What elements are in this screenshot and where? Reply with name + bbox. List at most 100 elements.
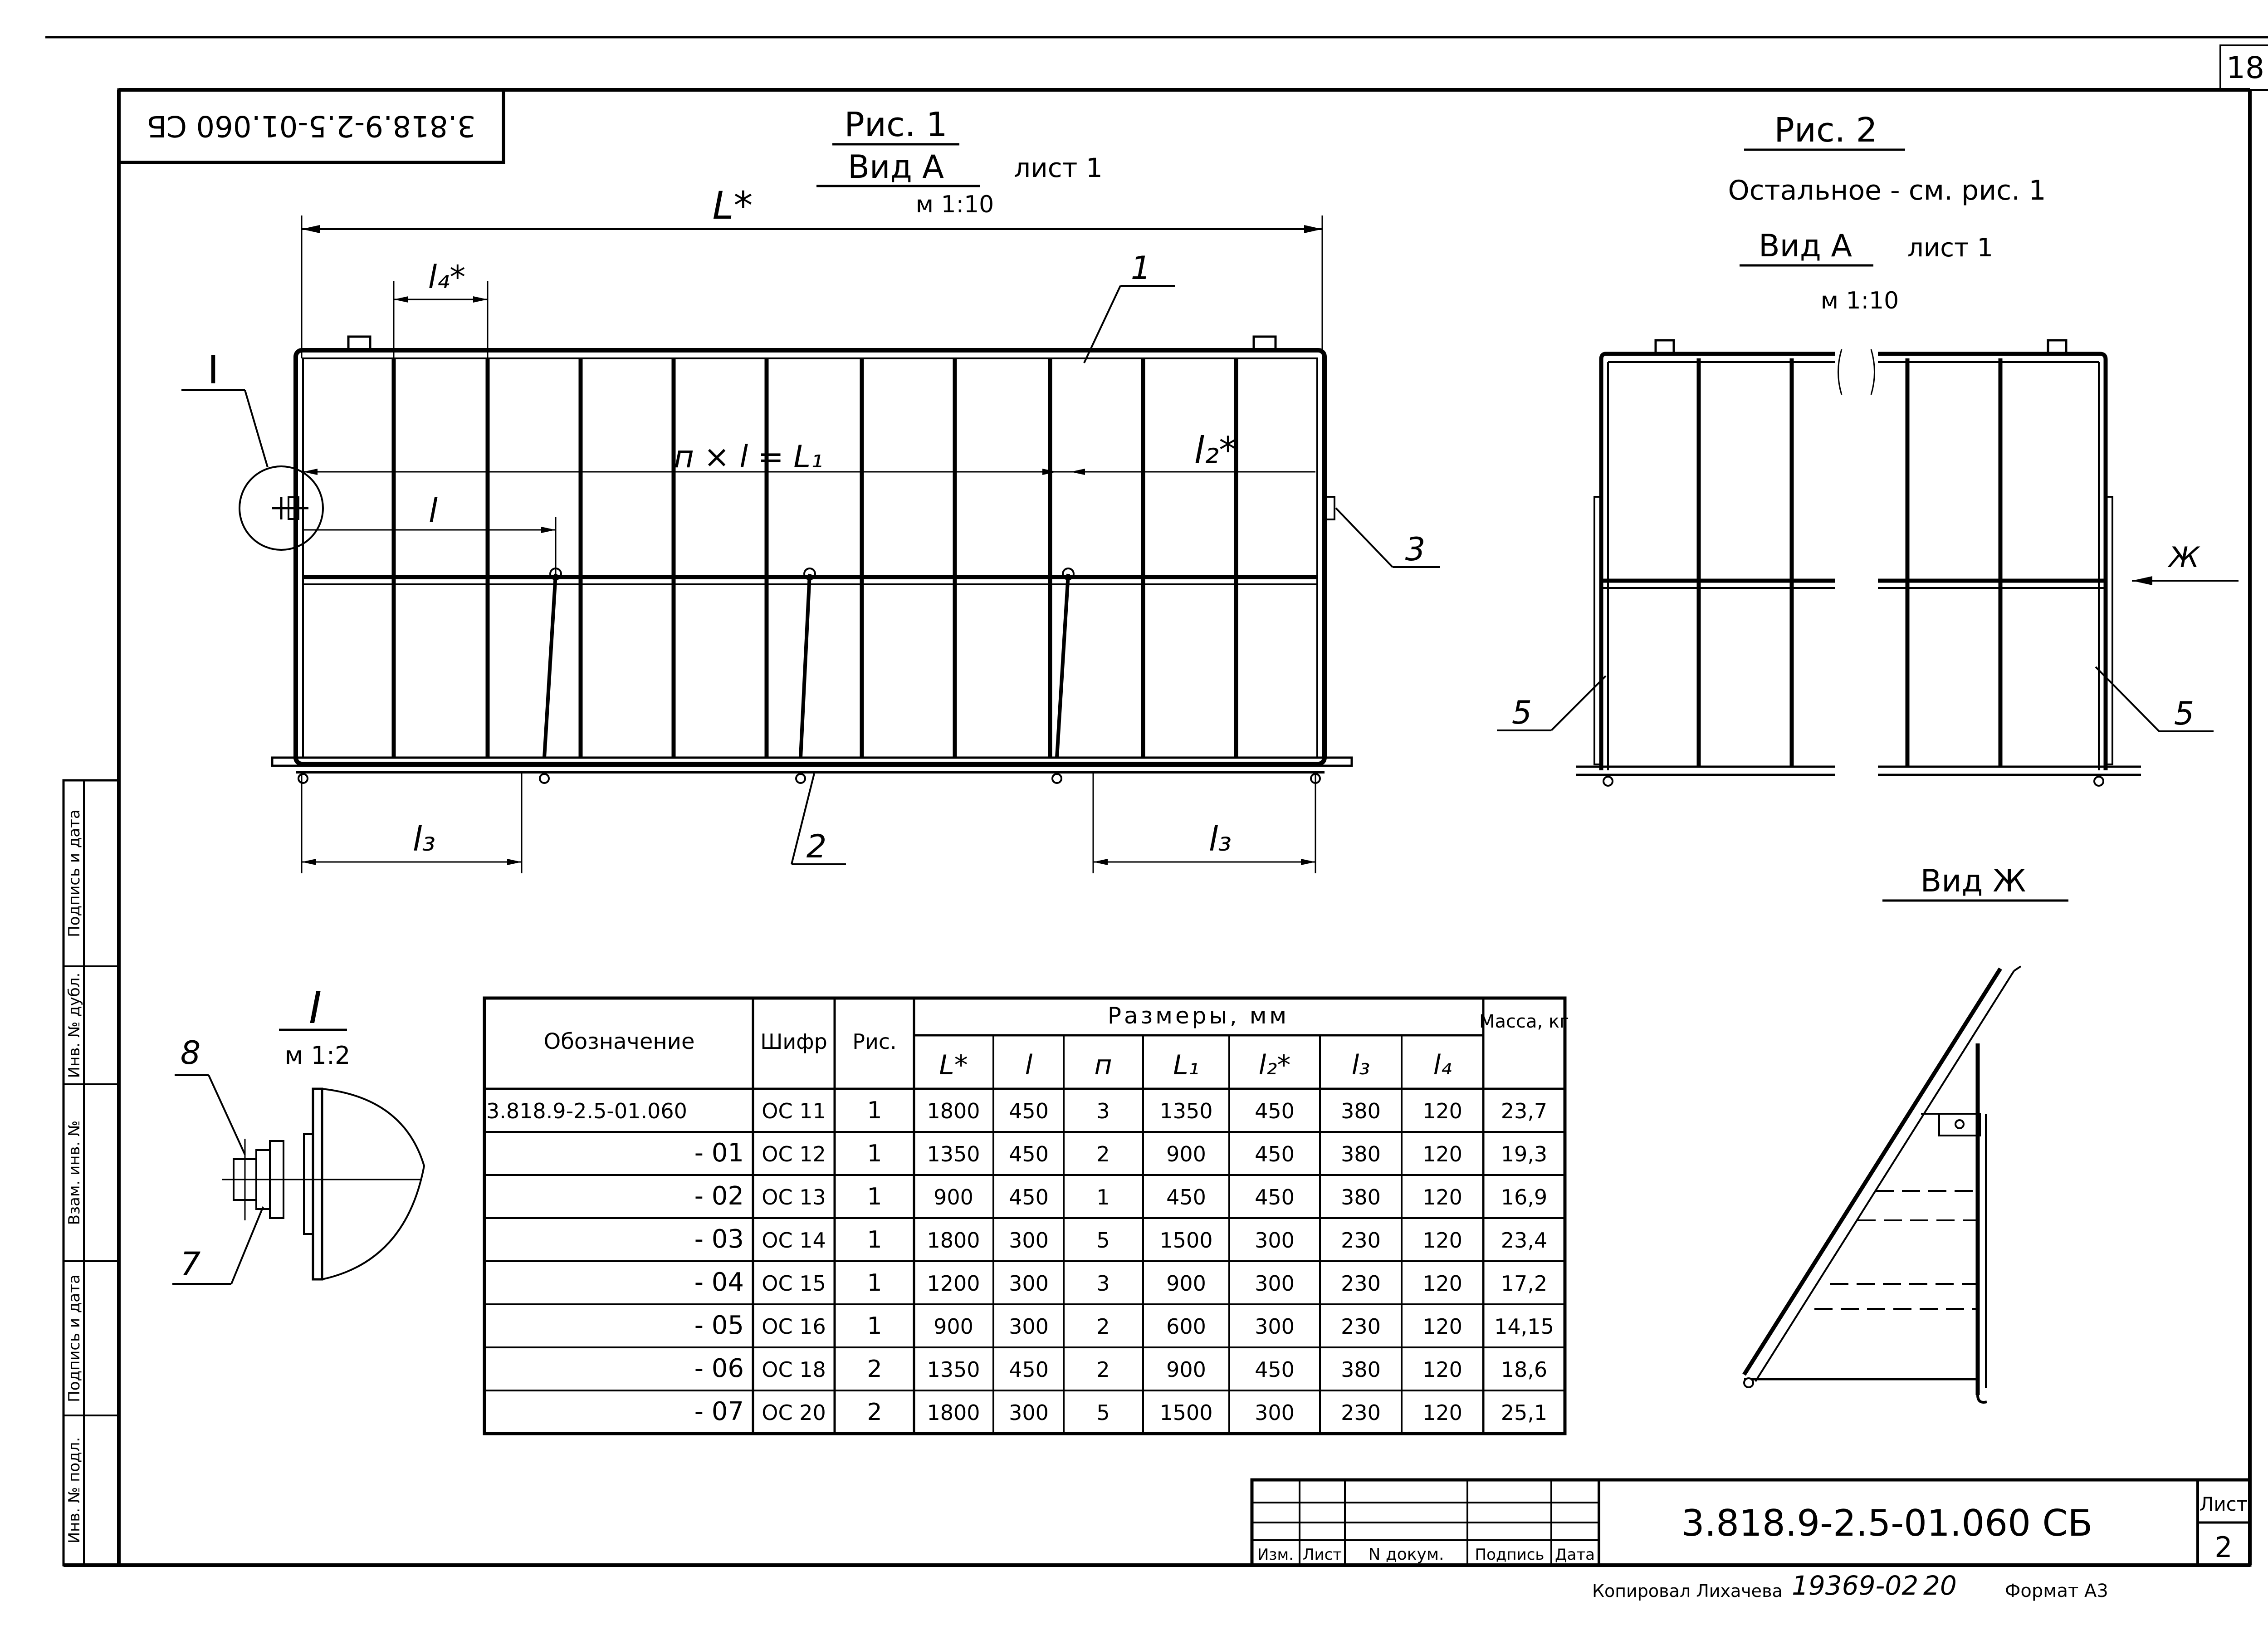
cell-designation: - 03 xyxy=(694,1224,744,1254)
detail-I-scale: м 1:2 xyxy=(285,1041,351,1070)
cell-L1: 900 xyxy=(1166,1357,1206,1382)
dim-l4-label: l₄* xyxy=(428,259,466,296)
header-dim-l: l xyxy=(1025,1049,1033,1081)
cell-mass: 23,7 xyxy=(1501,1099,1547,1123)
cell-L: 1350 xyxy=(927,1357,980,1382)
cell-designation: - 02 xyxy=(694,1181,744,1211)
cell-n: 5 xyxy=(1096,1400,1110,1425)
table-row: - 02 ОС 13 1 900 450 1 450 450 380 120 1… xyxy=(694,1181,1547,1211)
dim-l3-right-label: l₃ xyxy=(1209,820,1232,859)
cell-L1: 450 xyxy=(1166,1185,1206,1209)
cell-n: 3 xyxy=(1096,1271,1110,1296)
position-3-label: 3 xyxy=(1405,531,1426,568)
table-row: - 06 ОС 18 2 1350 450 2 900 450 380 120 … xyxy=(694,1354,1547,1383)
cell-l3: 230 xyxy=(1341,1314,1381,1339)
header-dim-l2: l₂* xyxy=(1259,1049,1291,1081)
cell-L1: 1500 xyxy=(1159,1400,1212,1425)
cell-l: 450 xyxy=(1009,1142,1049,1166)
cell-fig: 1 xyxy=(867,1312,882,1340)
cell-n: 5 xyxy=(1096,1228,1110,1253)
cell-designation: - 06 xyxy=(694,1354,744,1383)
title-block-sheet-value: 2 xyxy=(2214,1531,2232,1564)
cell-l3: 380 xyxy=(1341,1099,1381,1123)
cell-code: ОС 16 xyxy=(762,1314,826,1339)
cell-mass: 16,9 xyxy=(1501,1185,1547,1209)
cell-l4: 120 xyxy=(1422,1357,1462,1382)
table-row: - 07 ОС 20 2 1800 300 5 1500 300 230 120… xyxy=(694,1397,1547,1426)
side-stamp-sign-date-1: Подпись и дата xyxy=(65,809,83,937)
cell-n: 2 xyxy=(1096,1357,1110,1382)
cell-fig: 1 xyxy=(867,1183,882,1210)
cell-n: 2 xyxy=(1096,1142,1110,1166)
detail-I-label: I xyxy=(309,983,322,1033)
figure2-view: Вид А xyxy=(1759,228,1852,264)
cell-code: ОС 11 xyxy=(762,1099,826,1123)
cell-mass: 23,4 xyxy=(1501,1228,1547,1253)
cell-mass: 19,3 xyxy=(1501,1142,1547,1166)
cell-code: ОС 20 xyxy=(762,1400,826,1425)
cell-fig: 1 xyxy=(867,1269,882,1297)
cell-L: 1200 xyxy=(927,1271,980,1296)
figure1-sheet-ref: лист 1 xyxy=(1014,152,1103,183)
cell-L1: 900 xyxy=(1166,1142,1206,1166)
cell-l2: 300 xyxy=(1255,1400,1295,1425)
cell-l4: 120 xyxy=(1422,1228,1462,1253)
cell-designation: - 07 xyxy=(694,1397,744,1426)
position-5-left-label: 5 xyxy=(1512,694,1532,731)
cell-l: 300 xyxy=(1009,1228,1049,1253)
cell-l3: 380 xyxy=(1341,1142,1381,1166)
cell-l: 450 xyxy=(1009,1185,1049,1209)
footer-format: Формат А3 xyxy=(2005,1581,2108,1601)
figure1-scale: м 1:10 xyxy=(916,191,994,218)
cell-l3: 380 xyxy=(1341,1357,1381,1382)
footer-number: 20 xyxy=(1923,1570,1957,1601)
cell-fig: 1 xyxy=(867,1226,882,1253)
cell-l: 450 xyxy=(1009,1099,1049,1123)
dimensions-table: Обозначение Шифр Рис. Размеры, мм Масса,… xyxy=(483,996,1569,1435)
cell-L: 1800 xyxy=(927,1400,980,1425)
figure2-drawing: Ж 5 5 xyxy=(1497,339,2239,787)
sheet-frame: 18 xyxy=(45,36,2268,1567)
cell-L1: 1500 xyxy=(1159,1228,1212,1253)
header-code: Шифр xyxy=(760,1029,827,1054)
figure1-heading: Рис. 1 Вид А лист 1 м 1:10 xyxy=(816,105,1103,218)
cell-L: 900 xyxy=(934,1185,973,1209)
detail-pos-7-label: 7 xyxy=(181,1245,201,1283)
rotated-stamp-code: 3.818.9-2.5-01.060 СБ xyxy=(147,109,475,142)
cell-code: ОС 18 xyxy=(762,1357,826,1382)
cell-mass: 18,6 xyxy=(1501,1357,1547,1382)
title-block-col-change: Изм. xyxy=(1257,1546,1294,1564)
frame-vertical-bars xyxy=(391,358,1238,758)
figure1-title: Рис. 1 xyxy=(844,105,948,144)
rotated-stamp: 3.818.9-2.5-01.060 СБ xyxy=(117,88,505,164)
table-row: - 01 ОС 12 1 1350 450 2 900 450 380 120 … xyxy=(694,1138,1547,1168)
header-dim-L: L* xyxy=(939,1049,968,1081)
title-block-col-date: Дата xyxy=(1555,1546,1595,1564)
cell-fig: 1 xyxy=(867,1097,882,1124)
footer-order: 19369-02 xyxy=(1792,1570,1918,1601)
cell-l2: 300 xyxy=(1255,1314,1295,1339)
cell-L: 1800 xyxy=(927,1228,980,1253)
dim-l2-label: l₂* xyxy=(1194,429,1237,471)
position-2-label: 2 xyxy=(807,828,827,865)
header-dim-L1: L₁ xyxy=(1173,1049,1199,1081)
cell-mass: 17,2 xyxy=(1501,1271,1547,1296)
figure2-note: Остальное - см. рис. 1 xyxy=(1728,175,2046,206)
cell-code: ОС 14 xyxy=(762,1228,826,1253)
header-designation: Обозначение xyxy=(543,1029,694,1054)
cell-L: 1350 xyxy=(927,1142,980,1166)
cell-n: 3 xyxy=(1096,1099,1110,1123)
cell-l2: 450 xyxy=(1255,1099,1295,1123)
cell-L: 1800 xyxy=(927,1099,980,1123)
figure1-drawing: L* l₄* xyxy=(181,183,1440,873)
cell-mass: 14,15 xyxy=(1494,1314,1554,1339)
figure2-heading: Рис. 2 Остальное - см. рис. 1 Вид А лист… xyxy=(1728,111,2046,314)
cell-l2: 450 xyxy=(1255,1357,1295,1382)
position-5-right-label: 5 xyxy=(2174,695,2195,732)
cell-code: ОС 13 xyxy=(762,1185,826,1209)
cell-l: 300 xyxy=(1009,1400,1049,1425)
cell-n: 2 xyxy=(1096,1314,1110,1339)
cell-l4: 120 xyxy=(1422,1400,1462,1425)
cell-code: ОС 15 xyxy=(762,1271,826,1296)
